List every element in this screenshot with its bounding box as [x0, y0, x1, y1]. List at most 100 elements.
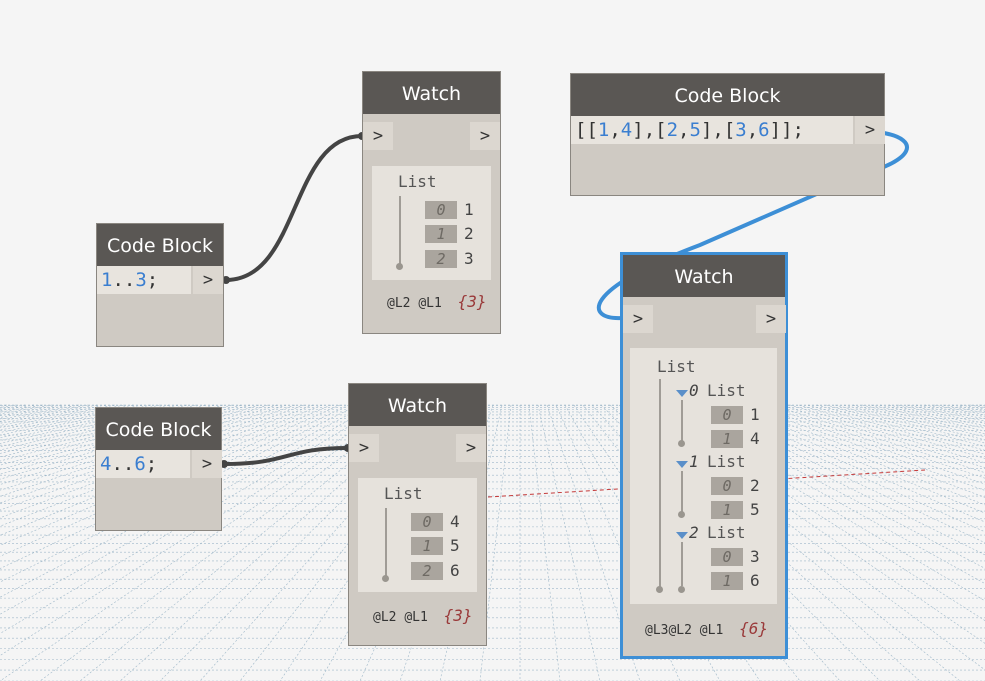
- level-footer: @L2 @L1 {3}: [373, 606, 473, 625]
- tree-line: [385, 508, 387, 578]
- code-input[interactable]: 4..6;: [96, 450, 190, 478]
- output-port[interactable]: >: [855, 116, 885, 144]
- tree-end-dot: [382, 575, 389, 582]
- expand-triangle-icon[interactable]: [676, 532, 688, 539]
- tree-end-dot: [656, 586, 663, 593]
- list-label: List: [398, 172, 437, 191]
- item-value: 1: [750, 405, 760, 424]
- code-token: 1: [597, 119, 610, 141]
- code-block-node-2[interactable]: Code Block 4..6; >: [95, 407, 222, 531]
- node-title: Code Block: [571, 74, 884, 116]
- code-token: ],[: [700, 119, 736, 141]
- node-title: Code Block: [96, 408, 221, 450]
- sublist-label: List: [707, 452, 746, 471]
- code-token: 6: [758, 119, 770, 141]
- item-value: 3: [750, 547, 760, 566]
- code-token: ,: [746, 119, 759, 141]
- item-count: {6}: [739, 619, 769, 638]
- code-block-node-1[interactable]: Code Block 1..3; >: [96, 223, 224, 347]
- list-label: List: [384, 484, 423, 503]
- item-value: 6: [450, 561, 460, 580]
- node-title: Watch: [349, 384, 486, 426]
- level-tag: @L1: [699, 623, 724, 638]
- code-token: ],[: [632, 119, 667, 141]
- input-port[interactable]: >: [623, 305, 653, 333]
- item-value: 3: [464, 249, 474, 268]
- item-index: 1: [711, 501, 743, 519]
- tree-line: [659, 379, 661, 589]
- sublist-label: List: [707, 381, 746, 400]
- watch-node-c[interactable]: Watch > > List 0 List 0 1 1 4 1 List 0 2…: [620, 252, 788, 659]
- tree-line: [681, 471, 683, 513]
- expand-triangle-icon[interactable]: [676, 461, 688, 468]
- code-token: ]];: [769, 119, 804, 141]
- item-value: 4: [450, 512, 460, 531]
- item-index: 0: [425, 201, 457, 219]
- code-token: 4: [100, 453, 112, 475]
- sublist-label: List: [707, 523, 746, 542]
- input-port[interactable]: >: [363, 122, 393, 150]
- item-count: {3}: [443, 606, 473, 625]
- code-token: 5: [689, 119, 701, 141]
- code-input[interactable]: 1..3;: [97, 266, 191, 294]
- level-tag: @L1: [418, 296, 442, 311]
- code-token: 4: [620, 119, 633, 141]
- tree-end-dot: [678, 586, 685, 593]
- tree-end-dot: [396, 263, 403, 270]
- output-port[interactable]: >: [470, 122, 500, 150]
- item-value: 2: [464, 224, 474, 243]
- node-title: Watch: [623, 255, 785, 297]
- tree-line: [681, 542, 683, 586]
- output-port[interactable]: >: [456, 434, 486, 462]
- level-tag: @L2: [668, 623, 692, 638]
- list-label: List: [657, 357, 696, 376]
- watch-output-panel: List 0 4 1 5 2 6: [358, 478, 477, 592]
- output-port[interactable]: >: [756, 305, 786, 333]
- level-footer: @L2 @L1 {3}: [387, 292, 487, 311]
- item-value: 4: [750, 429, 760, 448]
- expand-triangle-icon[interactable]: [676, 390, 688, 397]
- code-token: 6: [134, 453, 146, 475]
- item-count: {3}: [457, 292, 487, 311]
- level-tag: @L2: [387, 296, 411, 311]
- item-index: 2: [425, 250, 457, 268]
- tree-line: [399, 196, 401, 266]
- watch-node-b[interactable]: Watch > > List 0 4 1 5 2 6 @L2 @L1 {3}: [348, 383, 487, 646]
- code-token: 1: [101, 269, 113, 291]
- item-index: 1: [711, 572, 743, 590]
- sublist-index: 1: [689, 452, 699, 471]
- input-port[interactable]: >: [349, 434, 379, 462]
- code-token: ,: [609, 119, 621, 141]
- item-value: 6: [750, 571, 760, 590]
- code-block-node-3[interactable]: Code Block [[1,4],[2,5],[3,6]]; >: [570, 73, 885, 196]
- code-token: ,: [678, 119, 690, 141]
- sublist-index: 2: [689, 523, 699, 542]
- output-port[interactable]: >: [193, 266, 223, 294]
- node-title: Code Block: [97, 224, 223, 266]
- code-token: ;: [146, 269, 159, 291]
- watch-node-a[interactable]: Watch > > List 0 1 1 2 2 3 @L2 @L1 {3}: [362, 71, 501, 334]
- level-tag: @L3: [645, 623, 669, 638]
- watch-output-panel: List 0 List 0 1 1 4 1 List 0 2 1 5 2 Lis…: [630, 348, 777, 604]
- level-footer: @L3@L2 @L1 {6}: [645, 619, 768, 638]
- item-index: 0: [711, 477, 743, 495]
- item-value: 5: [450, 536, 460, 555]
- item-value: 2: [750, 476, 760, 495]
- tree-end-dot: [678, 511, 685, 518]
- tree-line: [681, 400, 683, 442]
- code-token: ..: [111, 453, 135, 475]
- output-port[interactable]: >: [192, 450, 222, 478]
- item-value: 5: [750, 500, 760, 519]
- node-title: Watch: [363, 72, 500, 114]
- code-token: 3: [135, 269, 147, 291]
- level-tag: @L2: [373, 610, 397, 625]
- code-token: ;: [145, 453, 158, 475]
- item-index: 1: [411, 537, 443, 555]
- level-tag: @L1: [404, 610, 428, 625]
- code-token: 3: [735, 119, 747, 141]
- sublist-index: 0: [689, 381, 699, 400]
- code-token: 2: [666, 119, 679, 141]
- code-input[interactable]: [[1,4],[2,5],[3,6]];: [571, 116, 853, 144]
- watch-output-panel: List 0 1 1 2 2 3: [372, 166, 491, 280]
